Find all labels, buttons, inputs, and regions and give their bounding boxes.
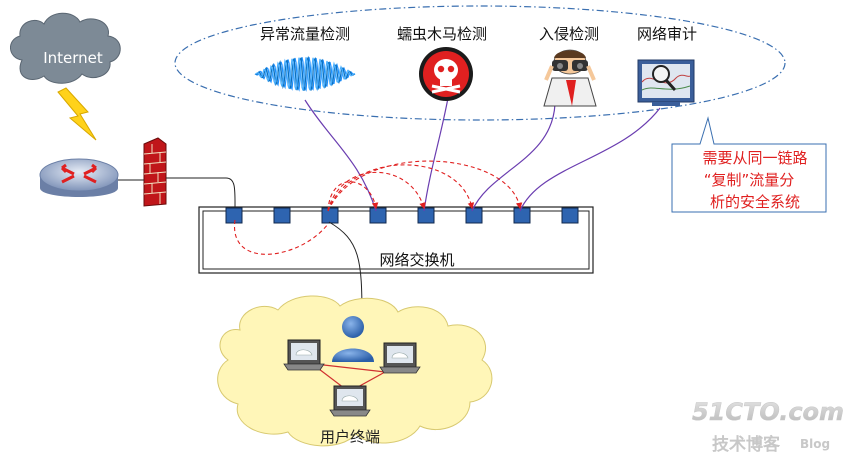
switch-port: [465, 207, 483, 224]
callout-box: 需要从同一链路 “复制”流量分 析的安全系统: [671, 116, 827, 213]
mirror-link-3: [471, 103, 556, 212]
watermark: 51CTO.com 技术博客 Blog: [692, 398, 845, 455]
callout-line-1: 需要从同一链路: [702, 149, 807, 167]
monitor-magnifier-icon: [637, 59, 695, 106]
tools-group-ellipse: [174, 5, 786, 121]
switch-port: [321, 207, 339, 224]
tool-label-worm: 蠕虫木马检测: [397, 25, 487, 43]
mirrored-flows: [234, 160, 523, 255]
switch-label: 网络交换机: [379, 251, 454, 269]
watermark-blog: Blog: [800, 437, 830, 451]
user-terminals-label: 用户终端: [320, 428, 380, 446]
mirror-link-2: [423, 97, 449, 212]
user-person-icon: [332, 316, 374, 362]
mirror-link-4: [519, 107, 661, 212]
laptop-icon: [379, 342, 421, 374]
switch-port: [369, 207, 387, 224]
internet-label: Internet: [43, 49, 103, 67]
router-icon: [39, 158, 119, 197]
laptop-icon: [283, 339, 325, 371]
laptop-icon: [329, 385, 371, 417]
network-switch: 网络交换机: [198, 206, 594, 274]
watermark-sub: 技术博客: [712, 434, 781, 455]
skull-icon: [419, 47, 473, 101]
tool-label-anomaly: 异常流量检测: [260, 25, 350, 43]
switch-port: [417, 207, 435, 224]
switch-port: [513, 207, 531, 224]
tool-label-audit: 网络审计: [637, 25, 697, 43]
callout-line-2: “复制”流量分: [704, 171, 795, 189]
callout-line-3: 析的安全系统: [710, 193, 800, 211]
watermark-main: 51CTO.com: [692, 398, 844, 426]
firewall-icon: [143, 137, 167, 207]
waveform-icon: [254, 55, 356, 92]
tool-label-ids: 入侵检测: [539, 25, 599, 43]
binoculars-man-icon: [534, 49, 598, 107]
mirror-link-1: [304, 99, 377, 212]
switch-port: [273, 207, 291, 224]
mirror-links: [304, 97, 661, 212]
switch-port: [225, 207, 243, 224]
lightning-bolt-icon: [57, 87, 97, 141]
user-terminals-cloud: [217, 295, 493, 447]
internet-cloud: Internet: [10, 12, 121, 84]
switch-port: [561, 207, 579, 224]
